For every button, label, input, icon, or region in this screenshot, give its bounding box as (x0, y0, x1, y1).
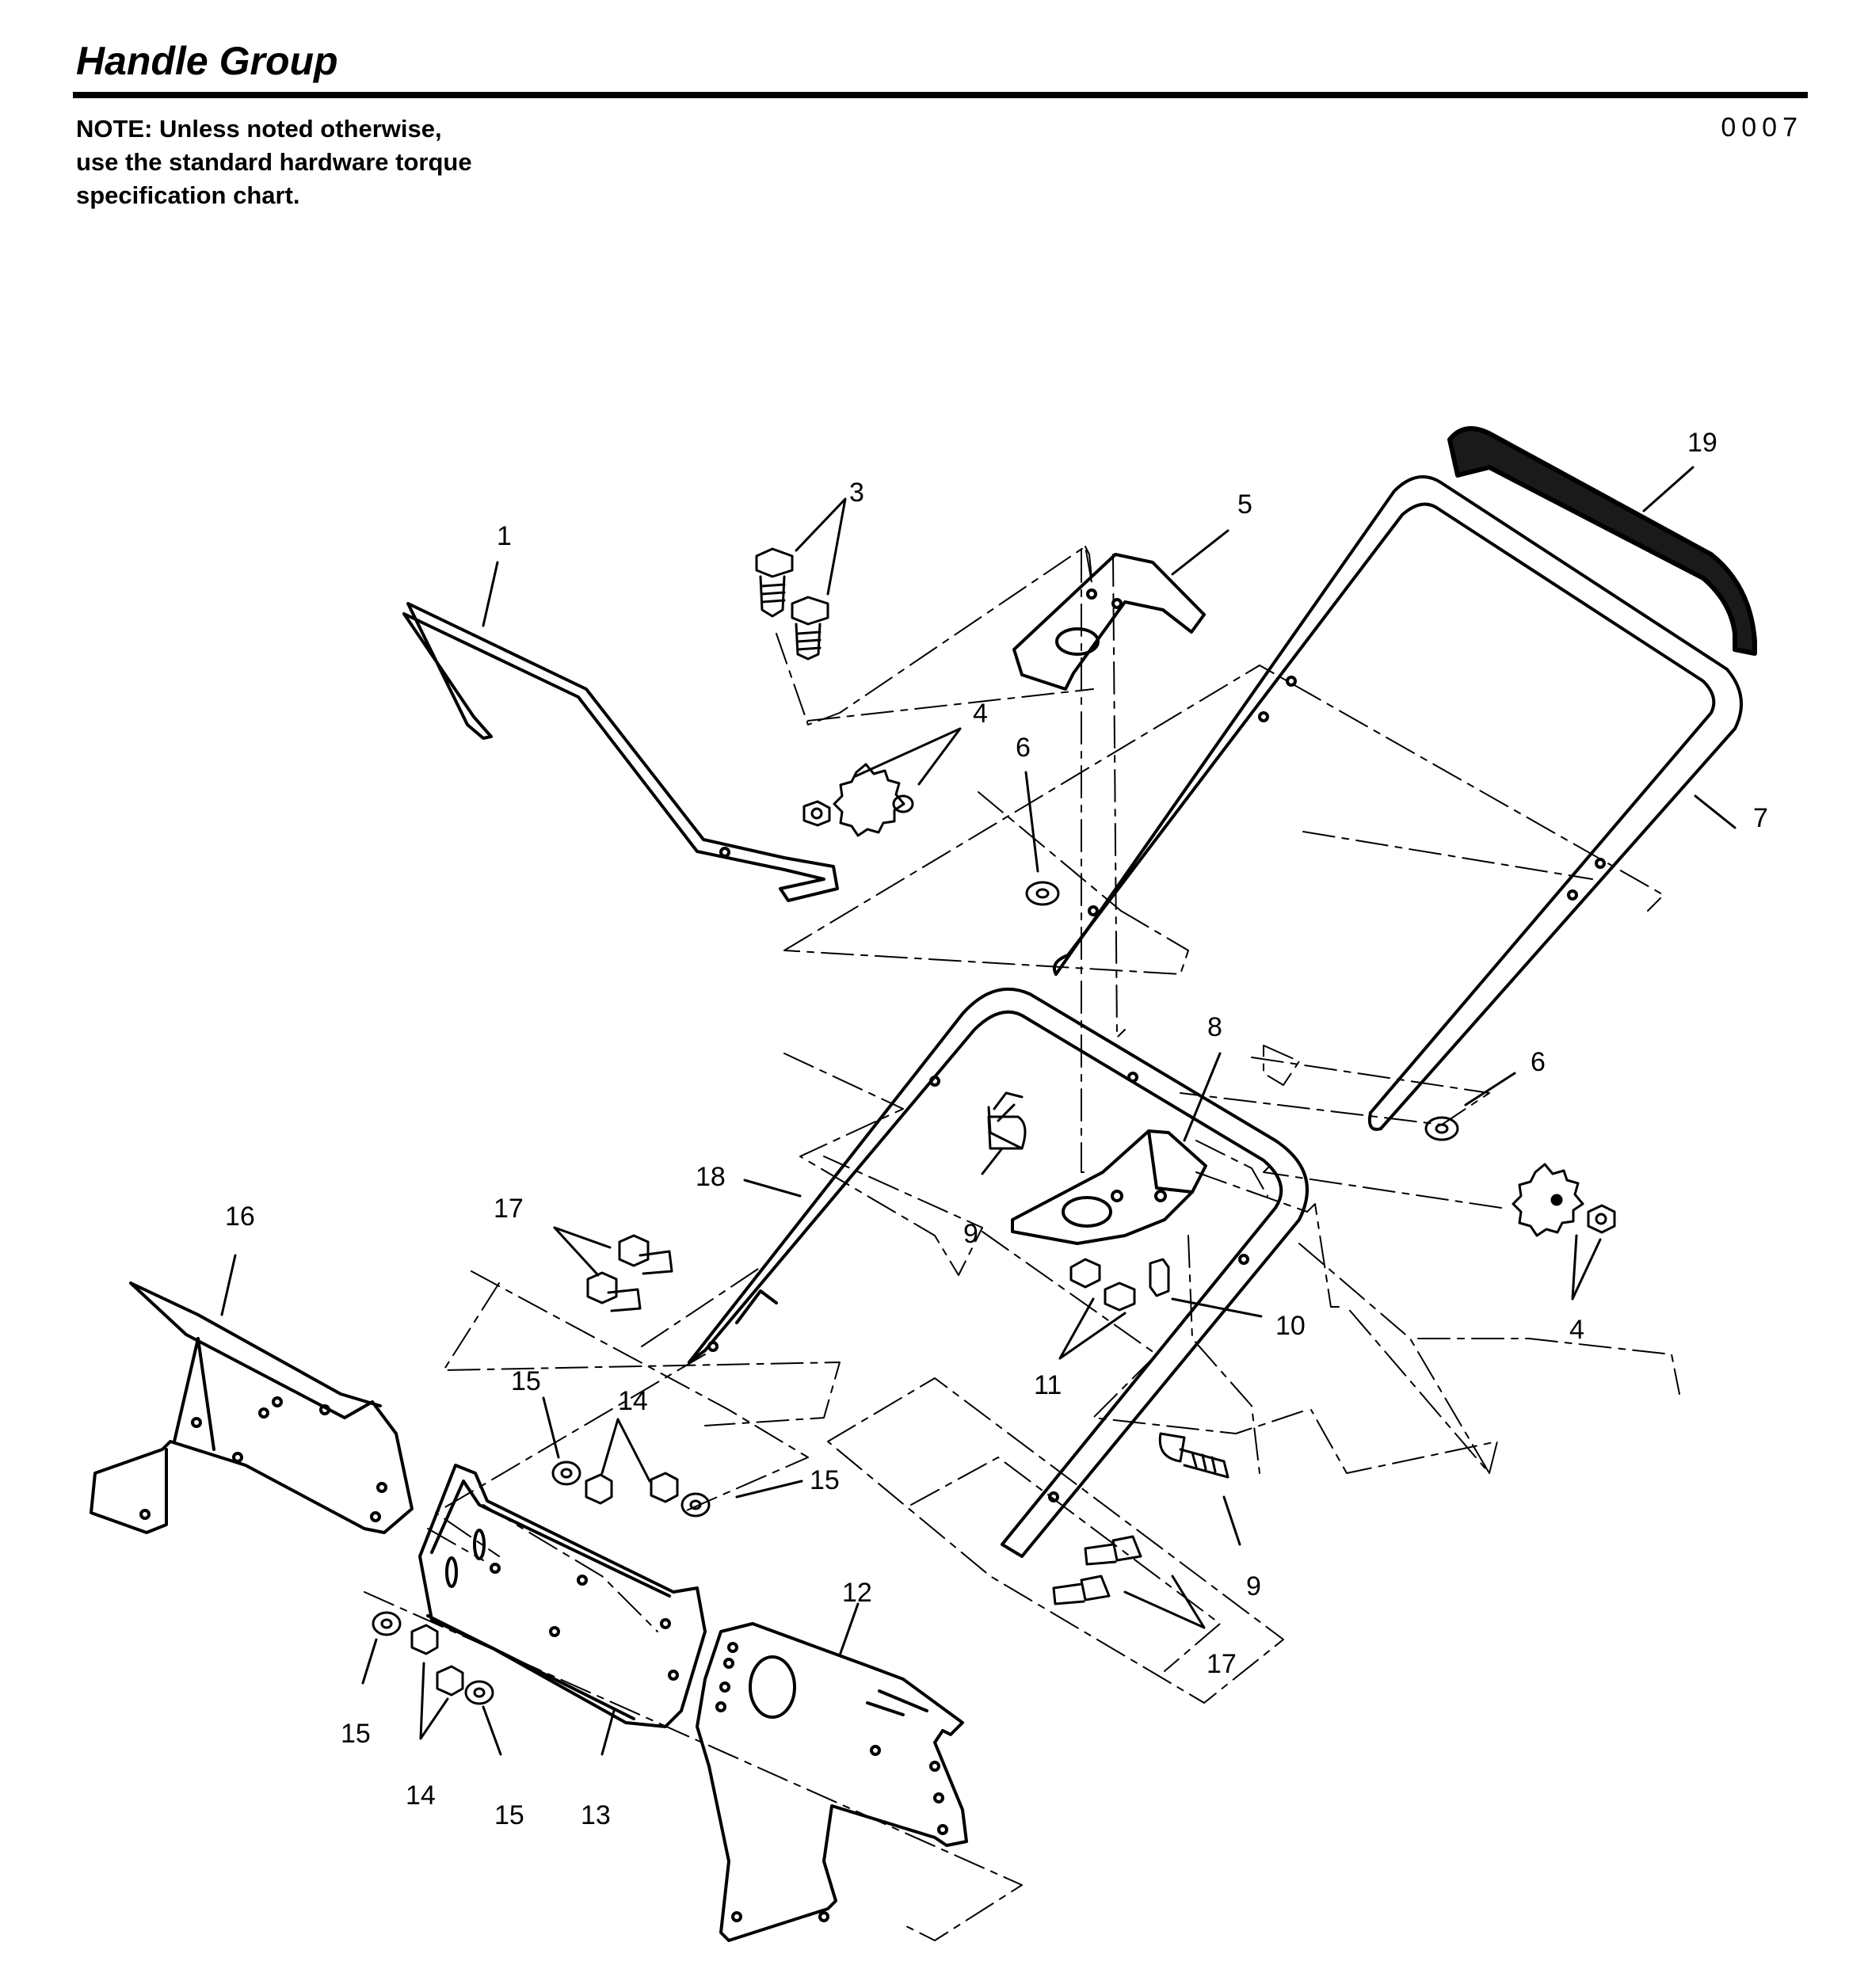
bolts-part-17 (586, 1234, 1142, 1605)
callout-11: 11 (1034, 1370, 1062, 1400)
washers-part-6 (1025, 881, 1459, 1141)
callout-3: 3 (849, 478, 864, 508)
note-line: specification chart. (76, 181, 300, 209)
callout-15-lower-left: 15 (341, 1719, 371, 1749)
nuts-washers-part-14-15 (372, 1461, 711, 1705)
grip-part-19 (1447, 426, 1757, 656)
upper-handle-part-7 (1052, 475, 1743, 1131)
callout-10: 10 (1275, 1311, 1306, 1341)
callout-14-upper: 14 (618, 1386, 648, 1416)
callout-17-upper: 17 (494, 1194, 524, 1224)
knob-part-4-upper (802, 763, 914, 837)
carriage-bolts-part-9 (987, 1091, 1229, 1479)
fasteners-part-10-11 (1069, 1258, 1170, 1312)
note-line: NOTE: Unless noted otherwise, (76, 115, 442, 143)
callout-13: 13 (581, 1800, 611, 1830)
callout-9-lower: 9 (1246, 1571, 1261, 1601)
callout-15-upper-right: 15 (810, 1465, 840, 1495)
callout-18: 18 (696, 1162, 726, 1192)
callout-8: 8 (1207, 1012, 1222, 1042)
callout-15-upper-left: 15 (511, 1366, 541, 1396)
figure-code: 0007 (1721, 112, 1803, 143)
callout-12: 12 (842, 1578, 872, 1608)
note-line: use the standard hardware torque (76, 148, 472, 176)
bolts-part-3 (755, 547, 829, 661)
page-title: Handle Group (76, 39, 338, 83)
knob-part-4-right (1512, 1163, 1616, 1237)
bracket-part-12 (696, 1622, 968, 1942)
torque-note: NOTE: Unless noted otherwise, use the st… (76, 112, 551, 212)
bracket-part-16 (90, 1282, 414, 1534)
lower-clamp-part-8 (1011, 1129, 1207, 1245)
assembly-guide-lines (364, 546, 1680, 1941)
callout-4-upper: 4 (973, 699, 988, 729)
callout-16: 16 (225, 1202, 255, 1232)
control-rod-part-1 (402, 602, 839, 902)
callout-6-upper: 6 (1016, 733, 1031, 763)
callout-17-lower: 17 (1207, 1649, 1237, 1679)
upper-clamp-part-5 (1012, 553, 1206, 691)
title-rule (73, 92, 1808, 98)
callout-labels: 19 3 5 1 4 6 7 8 6 18 9 17 16 10 4 11 15… (225, 428, 1768, 1830)
callout-15-lower-right: 15 (494, 1800, 524, 1830)
callout-9-upper: 9 (963, 1219, 978, 1249)
callout-19: 19 (1687, 428, 1717, 458)
callout-14-lower: 14 (406, 1780, 436, 1811)
callout-4-right: 4 (1569, 1315, 1584, 1345)
lower-handle-part-18 (688, 987, 1309, 1558)
callout-5: 5 (1237, 489, 1252, 520)
callout-6-right: 6 (1531, 1047, 1546, 1077)
callout-1: 1 (497, 521, 512, 551)
channel-bracket-part-13 (418, 1464, 707, 1728)
leader-lines (220, 466, 1736, 1756)
callout-7: 7 (1753, 803, 1768, 833)
